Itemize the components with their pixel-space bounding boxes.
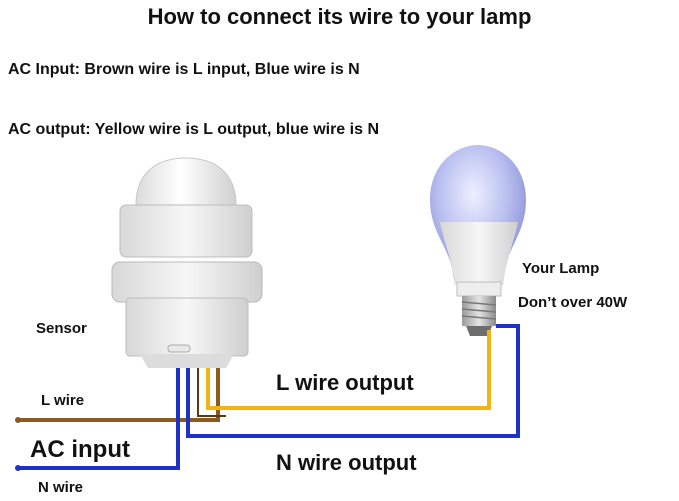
- ac-input-label: AC input: [30, 436, 130, 463]
- ac-input-instruction: AC Input: Brown wire is L input, Blue wi…: [8, 61, 360, 78]
- lamp-collar: [456, 281, 502, 297]
- sensor-bottom: [140, 354, 234, 368]
- sensor-illustration: [111, 157, 263, 368]
- lamp-label: Your Lamp: [522, 260, 600, 277]
- sensor-label: Sensor: [36, 320, 87, 337]
- sensor-flange: [111, 261, 263, 303]
- ac-output-instruction: AC output: Yellow wire is L output, blue…: [8, 121, 379, 138]
- yellow-wire: [206, 330, 491, 410]
- l-wire-output-label: L wire output: [276, 370, 414, 395]
- l-wire-label: L wire: [41, 392, 85, 409]
- lamp-illustration: [430, 145, 526, 336]
- wires: [15, 324, 520, 471]
- blue-wire-input: [18, 368, 180, 470]
- n-wire-label: N wire: [38, 479, 84, 496]
- blue-wire-output: [186, 324, 520, 438]
- lamp-neck: [440, 222, 518, 285]
- lamp-wattage-limit: Don’t over 40W: [518, 294, 628, 311]
- n-wire-output-label: N wire output: [276, 450, 417, 475]
- sensor-dome: [135, 157, 237, 206]
- lamp-screw-base: [461, 296, 497, 336]
- page-title: How to connect its wire to your lamp: [147, 4, 532, 29]
- sensor-cap-ring: [119, 204, 253, 258]
- brown-wire: [18, 368, 220, 422]
